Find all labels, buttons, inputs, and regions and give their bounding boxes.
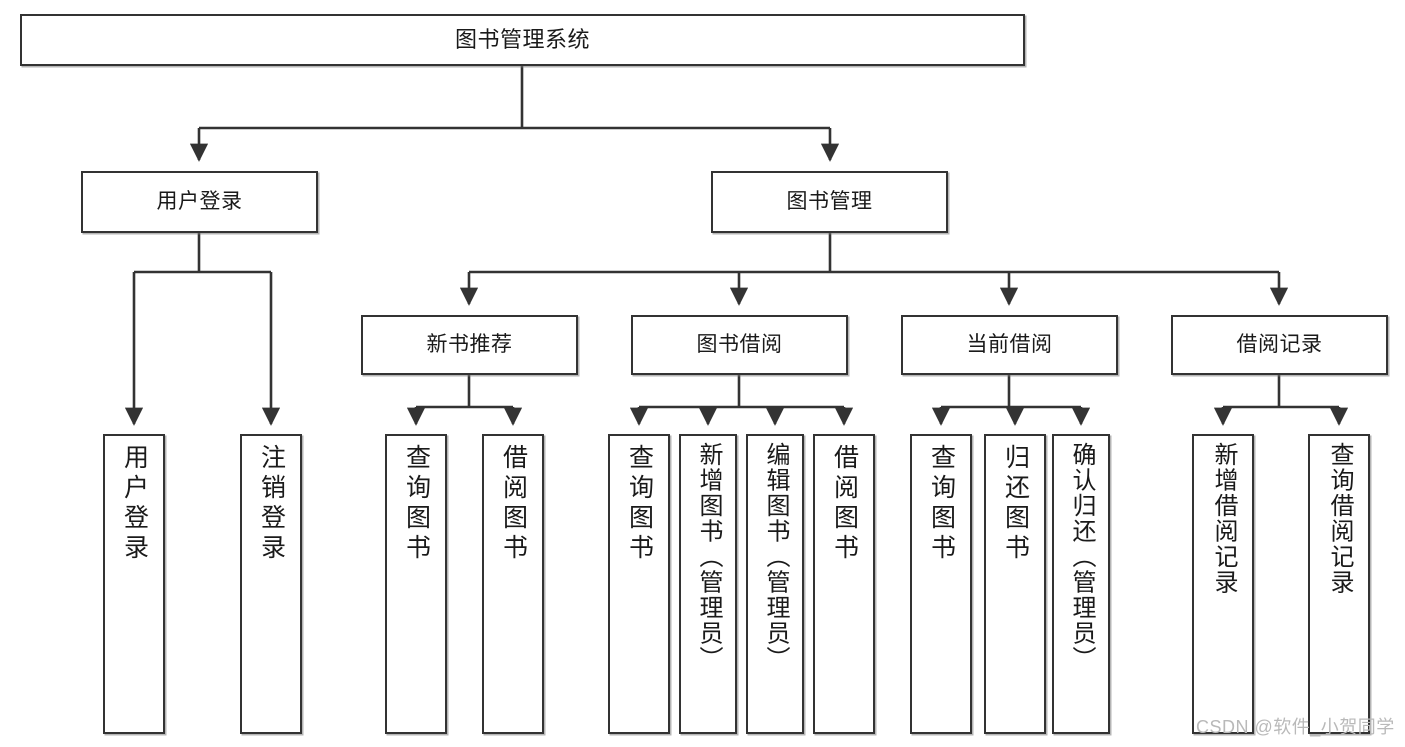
node-leaf-borrow-book-rec[interactable]: 借阅图书 [482,434,544,734]
node-book-borrow[interactable]: 图书借阅 [631,315,848,375]
node-user-login-label: 用户登录 [156,189,243,213]
node-current-borrow[interactable]: 当前借阅 [901,315,1118,375]
node-book-management[interactable]: 图书管理 [711,171,948,233]
node-current-borrow-label: 当前借阅 [966,332,1053,356]
node-user-login[interactable]: 用户登录 [81,171,318,233]
node-root-label: 图书管理系统 [454,27,590,53]
node-root[interactable]: 图书管理系统 [20,14,1025,66]
node-leaf-edit-book-admin[interactable]: 编辑图书（管理员） [746,434,804,734]
node-new-book-recommend-label: 新书推荐 [426,332,513,356]
csdn-watermark: CSDN @软件_小贺同学 [1196,717,1395,737]
node-book-management-label: 图书管理 [786,189,873,213]
node-leaf-add-book-admin-label: 新增图书（管理员） [695,442,722,672]
node-leaf-borrow-book[interactable]: 借阅图书 [813,434,875,734]
node-leaf-query-borrow-record[interactable]: 查询借阅记录 [1308,434,1370,734]
node-leaf-logout-label: 注销登录 [257,444,286,564]
node-book-borrow-label: 图书借阅 [696,332,783,356]
node-leaf-confirm-return-admin[interactable]: 确认归还（管理员） [1052,434,1110,734]
node-new-book-recommend[interactable]: 新书推荐 [361,315,578,375]
node-leaf-add-borrow-record[interactable]: 新增借阅记录 [1192,434,1254,734]
node-leaf-add-book-admin[interactable]: 新增图书（管理员） [679,434,737,734]
node-leaf-query-book-current-label: 查询图书 [927,444,956,564]
node-leaf-query-book-rec-label: 查询图书 [402,444,431,564]
node-leaf-query-book-rec[interactable]: 查询图书 [385,434,447,734]
node-leaf-logout[interactable]: 注销登录 [240,434,302,734]
node-borrow-record-label: 借阅记录 [1236,332,1323,356]
node-leaf-return-book-label: 归还图书 [1001,444,1030,564]
node-leaf-query-book-borrow-label: 查询图书 [625,444,654,564]
node-leaf-borrow-book-rec-label: 借阅图书 [499,444,528,564]
node-leaf-query-book-current[interactable]: 查询图书 [910,434,972,734]
node-leaf-add-borrow-record-label: 新增借阅记录 [1210,442,1237,595]
node-borrow-record[interactable]: 借阅记录 [1171,315,1388,375]
node-leaf-user-login-label: 用户登录 [120,444,149,564]
node-leaf-query-borrow-record-label: 查询借阅记录 [1326,442,1353,595]
node-leaf-return-book[interactable]: 归还图书 [984,434,1046,734]
node-leaf-edit-book-admin-label: 编辑图书（管理员） [762,442,789,672]
node-leaf-user-login[interactable]: 用户登录 [103,434,165,734]
node-leaf-query-book-borrow[interactable]: 查询图书 [608,434,670,734]
node-leaf-confirm-return-admin-label: 确认归还（管理员） [1068,442,1095,672]
node-leaf-borrow-book-label: 借阅图书 [830,444,859,564]
